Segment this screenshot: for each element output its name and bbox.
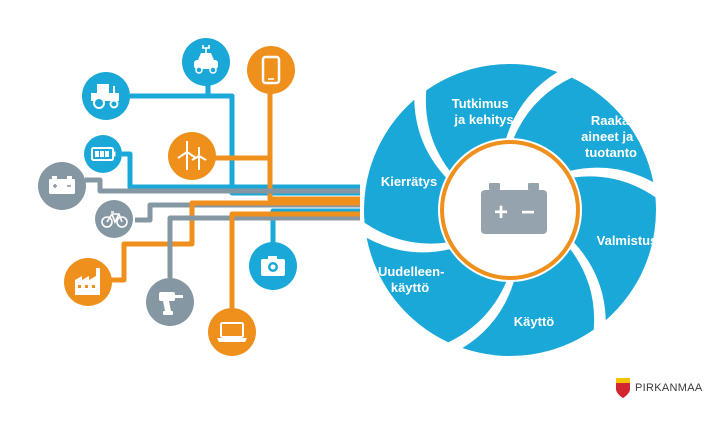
node-smartphone [247,46,295,94]
tractor-icon [91,84,119,109]
line-smartphone [267,90,360,202]
connector-lines [85,78,360,308]
cycle-segment-manufacturing [574,176,656,321]
cycle-segment-raw-materials [513,77,654,183]
line-factory [105,200,360,283]
camera-icon [261,256,285,276]
line-laptop [229,211,360,308]
cycle-segment-reuse [366,237,507,343]
node-power-drill [146,278,194,326]
line-power-drill [167,215,360,278]
node-battery-pack [84,135,122,173]
cycle-segments [363,63,656,356]
node-laptop [208,308,256,356]
smartphone-icon [261,55,281,85]
brand-logo: PIRKANMAA [616,376,703,400]
segment-label-use: Käyttö [514,314,555,329]
line-electric-car [205,78,360,196]
wind-turbine-icon [177,141,207,170]
laptop-icon [217,322,247,342]
node-car-battery [38,162,86,210]
center-plus-symbol: + [494,199,508,226]
car-battery-icon: + − [481,183,547,234]
icon-nodes [38,38,297,356]
electric-car-icon [194,45,218,74]
battery-pack-icon [91,147,116,161]
segment-label-manufacturing: Valmistus [597,233,658,248]
power-drill-icon [159,292,183,315]
node-tractor [82,72,130,120]
node-electric-car [182,38,230,86]
node-camera [249,242,297,290]
center-minus-symbol: − [521,199,535,226]
segment-label-recycling: Kierrätys [381,174,437,189]
center-battery: + − [481,183,547,234]
node-bicycle [95,200,133,238]
cycle-segment-recycling [363,99,446,244]
line-camera [270,208,360,243]
segment-label-reuse: Uudelleen- käyttö [378,264,448,295]
line-car-battery [85,177,360,194]
cycle-segment-research [425,63,558,171]
brand-name: PIRKANMAA [635,382,703,394]
coat-of-arms-icon [616,378,630,398]
node-wind-turbine [168,132,216,180]
line-battery-pack [122,151,360,190]
bicycle-icon [101,211,128,228]
node-factory [64,258,112,306]
car-battery-icon [49,176,75,194]
factory-icon [75,268,100,295]
segment-label-research: Tutkimus ja kehitys [452,96,514,127]
value-chain-cycle: + − Tutkimus ja kehitys Raaka- aineet ja… [363,63,658,356]
cycle-segment-use [462,249,595,356]
segment-label-raw-materials: Raaka- aineet ja tuotanto [581,113,637,160]
